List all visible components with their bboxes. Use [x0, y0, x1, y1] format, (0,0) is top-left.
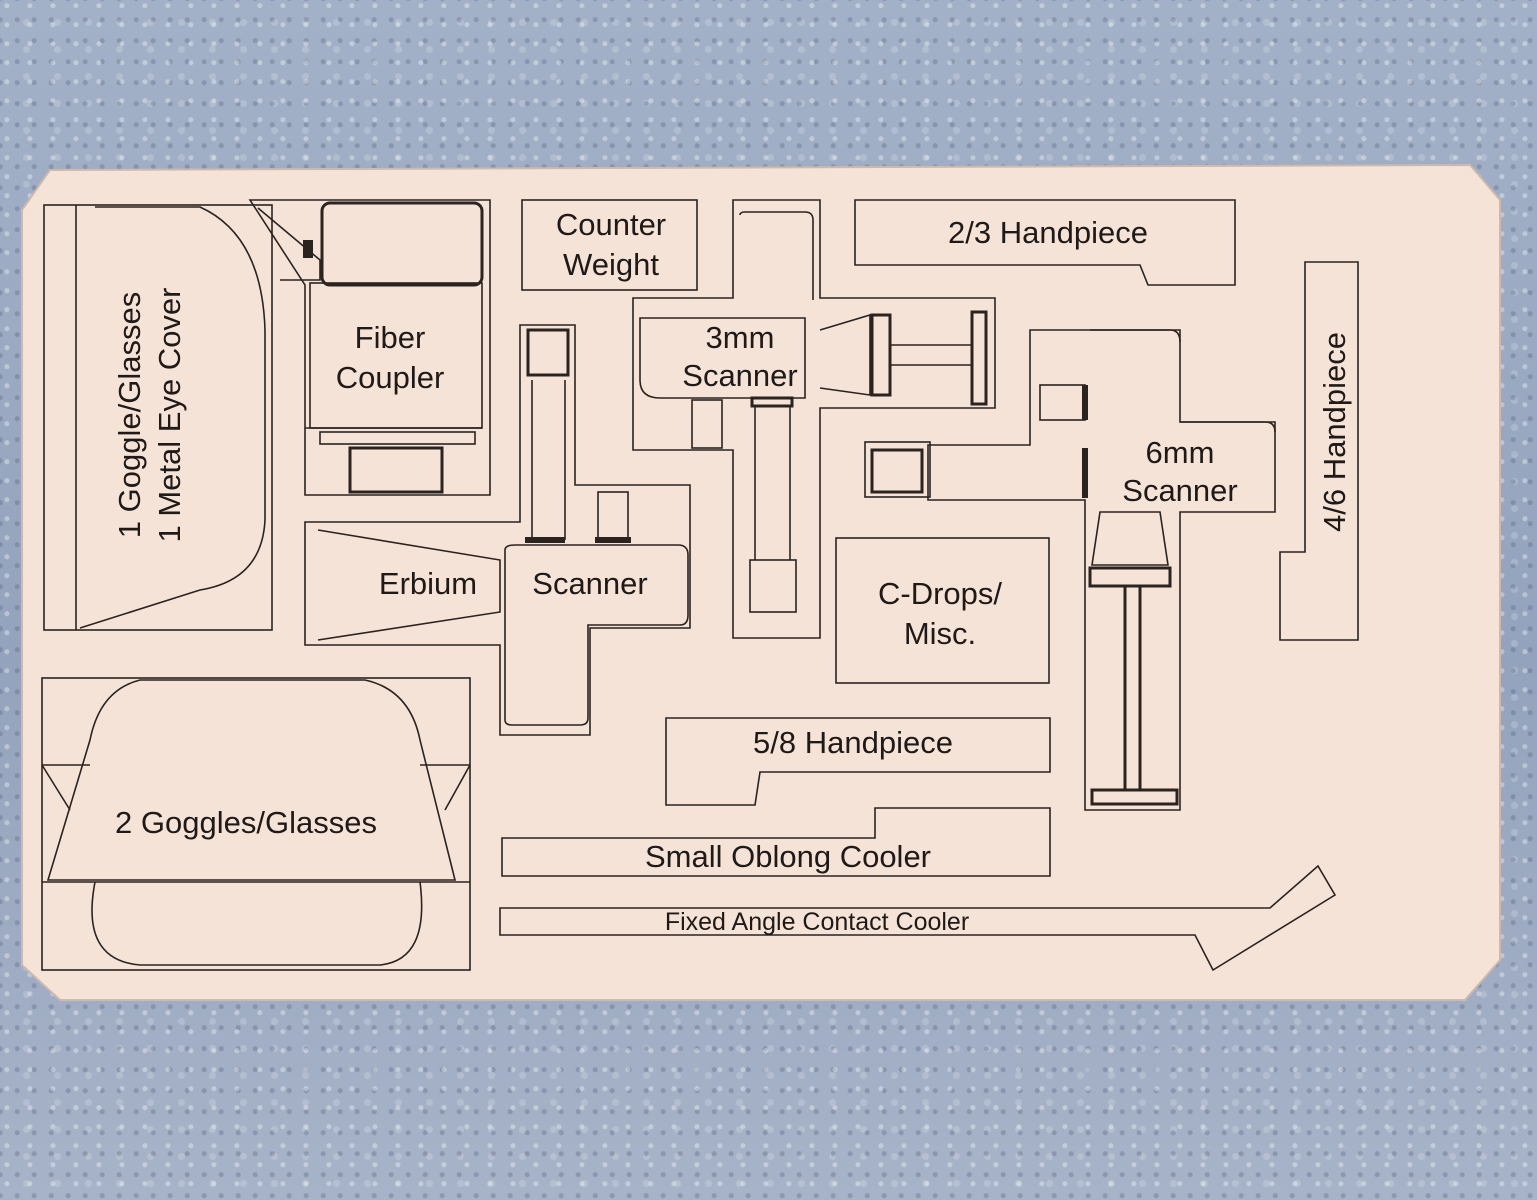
counter-weight-slot: [521, 199, 698, 291]
handpiece-4-6-slot: [1279, 261, 1359, 641]
c-drops-slot: [835, 537, 1050, 684]
scanner-3mm-slot: [632, 199, 996, 639]
erbium-scanner-slot: [304, 324, 691, 736]
label-erbium: Erbium: [379, 566, 477, 601]
insert-board: [21, 163, 1501, 1001]
label-weight: Weight: [563, 247, 659, 282]
label-goggle-glasses-1: 1 Goggle/Glasses: [112, 292, 147, 538]
goggles-slot-2: [41, 677, 471, 971]
label-handpiece-5-8: 5/8 Handpiece: [753, 725, 953, 760]
handpiece-5-8-slot: [665, 717, 1051, 806]
scanner-6mm-slot: [864, 329, 1276, 811]
label-counter: Counter: [556, 207, 666, 242]
fixed-angle-contact-cooler-slot: [499, 864, 1337, 972]
label-handpiece-2-3: 2/3 Handpiece: [948, 215, 1148, 250]
label-handpiece-4-6: 4/6 Handpiece: [1317, 332, 1352, 532]
label-goggles-glasses-2: 2 Goggles/Glasses: [115, 805, 377, 840]
label-metal-eye-cover: 1 Metal Eye Cover: [152, 288, 187, 543]
label-scanner-6mm-top: 6mm: [1146, 435, 1215, 470]
goggle-slot-1: [43, 204, 273, 631]
label-fixed-angle-contact-cooler: Fixed Angle Contact Cooler: [665, 908, 969, 936]
label-scanner: Scanner: [532, 566, 647, 601]
handpiece-2-3-slot: [854, 199, 1236, 286]
label-misc: Misc.: [904, 616, 976, 651]
label-small-oblong-cooler: Small Oblong Cooler: [645, 839, 931, 874]
small-oblong-cooler-slot: [501, 807, 1051, 877]
label-scanner-3mm-bottom: Scanner: [682, 358, 797, 393]
label-coupler: Coupler: [336, 360, 445, 395]
fiber-coupler-slot: [248, 199, 491, 496]
label-fiber: Fiber: [355, 320, 426, 355]
label-scanner-3mm-top: 3mm: [706, 320, 775, 355]
label-scanner-6mm-bottom: Scanner: [1122, 473, 1237, 508]
label-c-drops: C-Drops/: [878, 576, 1002, 611]
